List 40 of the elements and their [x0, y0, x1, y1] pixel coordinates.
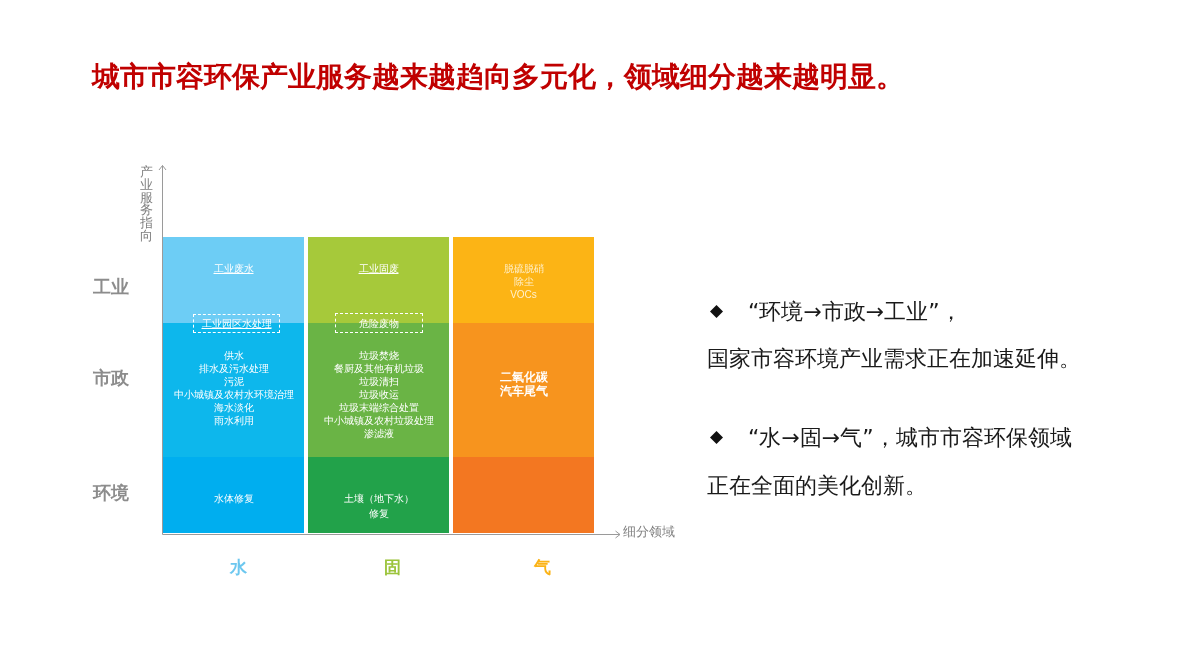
matrix-cell: [453, 457, 594, 533]
axis-label: 细分领域: [623, 522, 675, 540]
matrix-cell: [163, 457, 304, 533]
cell-text: 工业废水: [213, 261, 254, 275]
matrix-cell: [453, 323, 594, 457]
cell-text: 供水: [223, 348, 244, 362]
cell-text: 雨水利用: [213, 413, 254, 427]
cell-text: 水体修复: [213, 491, 254, 505]
cell-text: 餐厨及其他有机垃圾: [333, 361, 424, 375]
column-label: 水: [229, 557, 247, 579]
cell-text: 脱硫脱硝: [503, 261, 544, 275]
cell-text: 除尘: [513, 274, 534, 288]
cell-text: 汽车尾气: [499, 384, 548, 398]
cell-text: 中小城镇及农村水环境治理: [173, 387, 294, 401]
cell-text: 工业固废: [358, 261, 399, 275]
cell-text: 垃圾收运: [358, 387, 399, 401]
bullet-text: “水→固→气”，城市市容环保领域: [748, 423, 1072, 452]
cell-text: 土壤（地下水）修复: [342, 491, 415, 521]
cell-text: 中小城镇及农村垃圾处理: [323, 413, 434, 427]
axis-label: 产业服务指向: [140, 166, 153, 243]
matrix-cell: [308, 457, 449, 533]
bullet-text: 国家市容环境产业需求正在加速延伸。: [707, 344, 1081, 373]
row-label: 工业: [93, 275, 129, 299]
matrix-cell: [453, 237, 594, 323]
cell-text: 渗滤液: [363, 426, 394, 440]
cell-text: 垃圾清扫: [358, 374, 399, 388]
cell-text: VOCs: [510, 287, 537, 301]
column-label: 固: [383, 557, 401, 579]
column-label: 气: [533, 557, 551, 579]
cell-text: 垃圾焚烧: [358, 348, 399, 362]
title: 城市市容环保产业服务越来越趋向多元化，领域细分越来越明显。: [92, 60, 904, 94]
bullet-text: 正在全面的美化创新。: [707, 471, 927, 500]
cell-text: 排水及污水处理: [198, 361, 269, 375]
cell-text: 二氧化碳: [499, 370, 548, 384]
row-label: 环境: [93, 481, 129, 505]
row-label: 市政: [93, 366, 129, 390]
cell-text: 垃圾末端综合处置: [338, 400, 419, 414]
cell-text: 污泥: [223, 374, 244, 388]
cell-text: 海水淡化: [213, 400, 254, 414]
bullet-text: “环境→市政→工业”，: [748, 297, 962, 326]
